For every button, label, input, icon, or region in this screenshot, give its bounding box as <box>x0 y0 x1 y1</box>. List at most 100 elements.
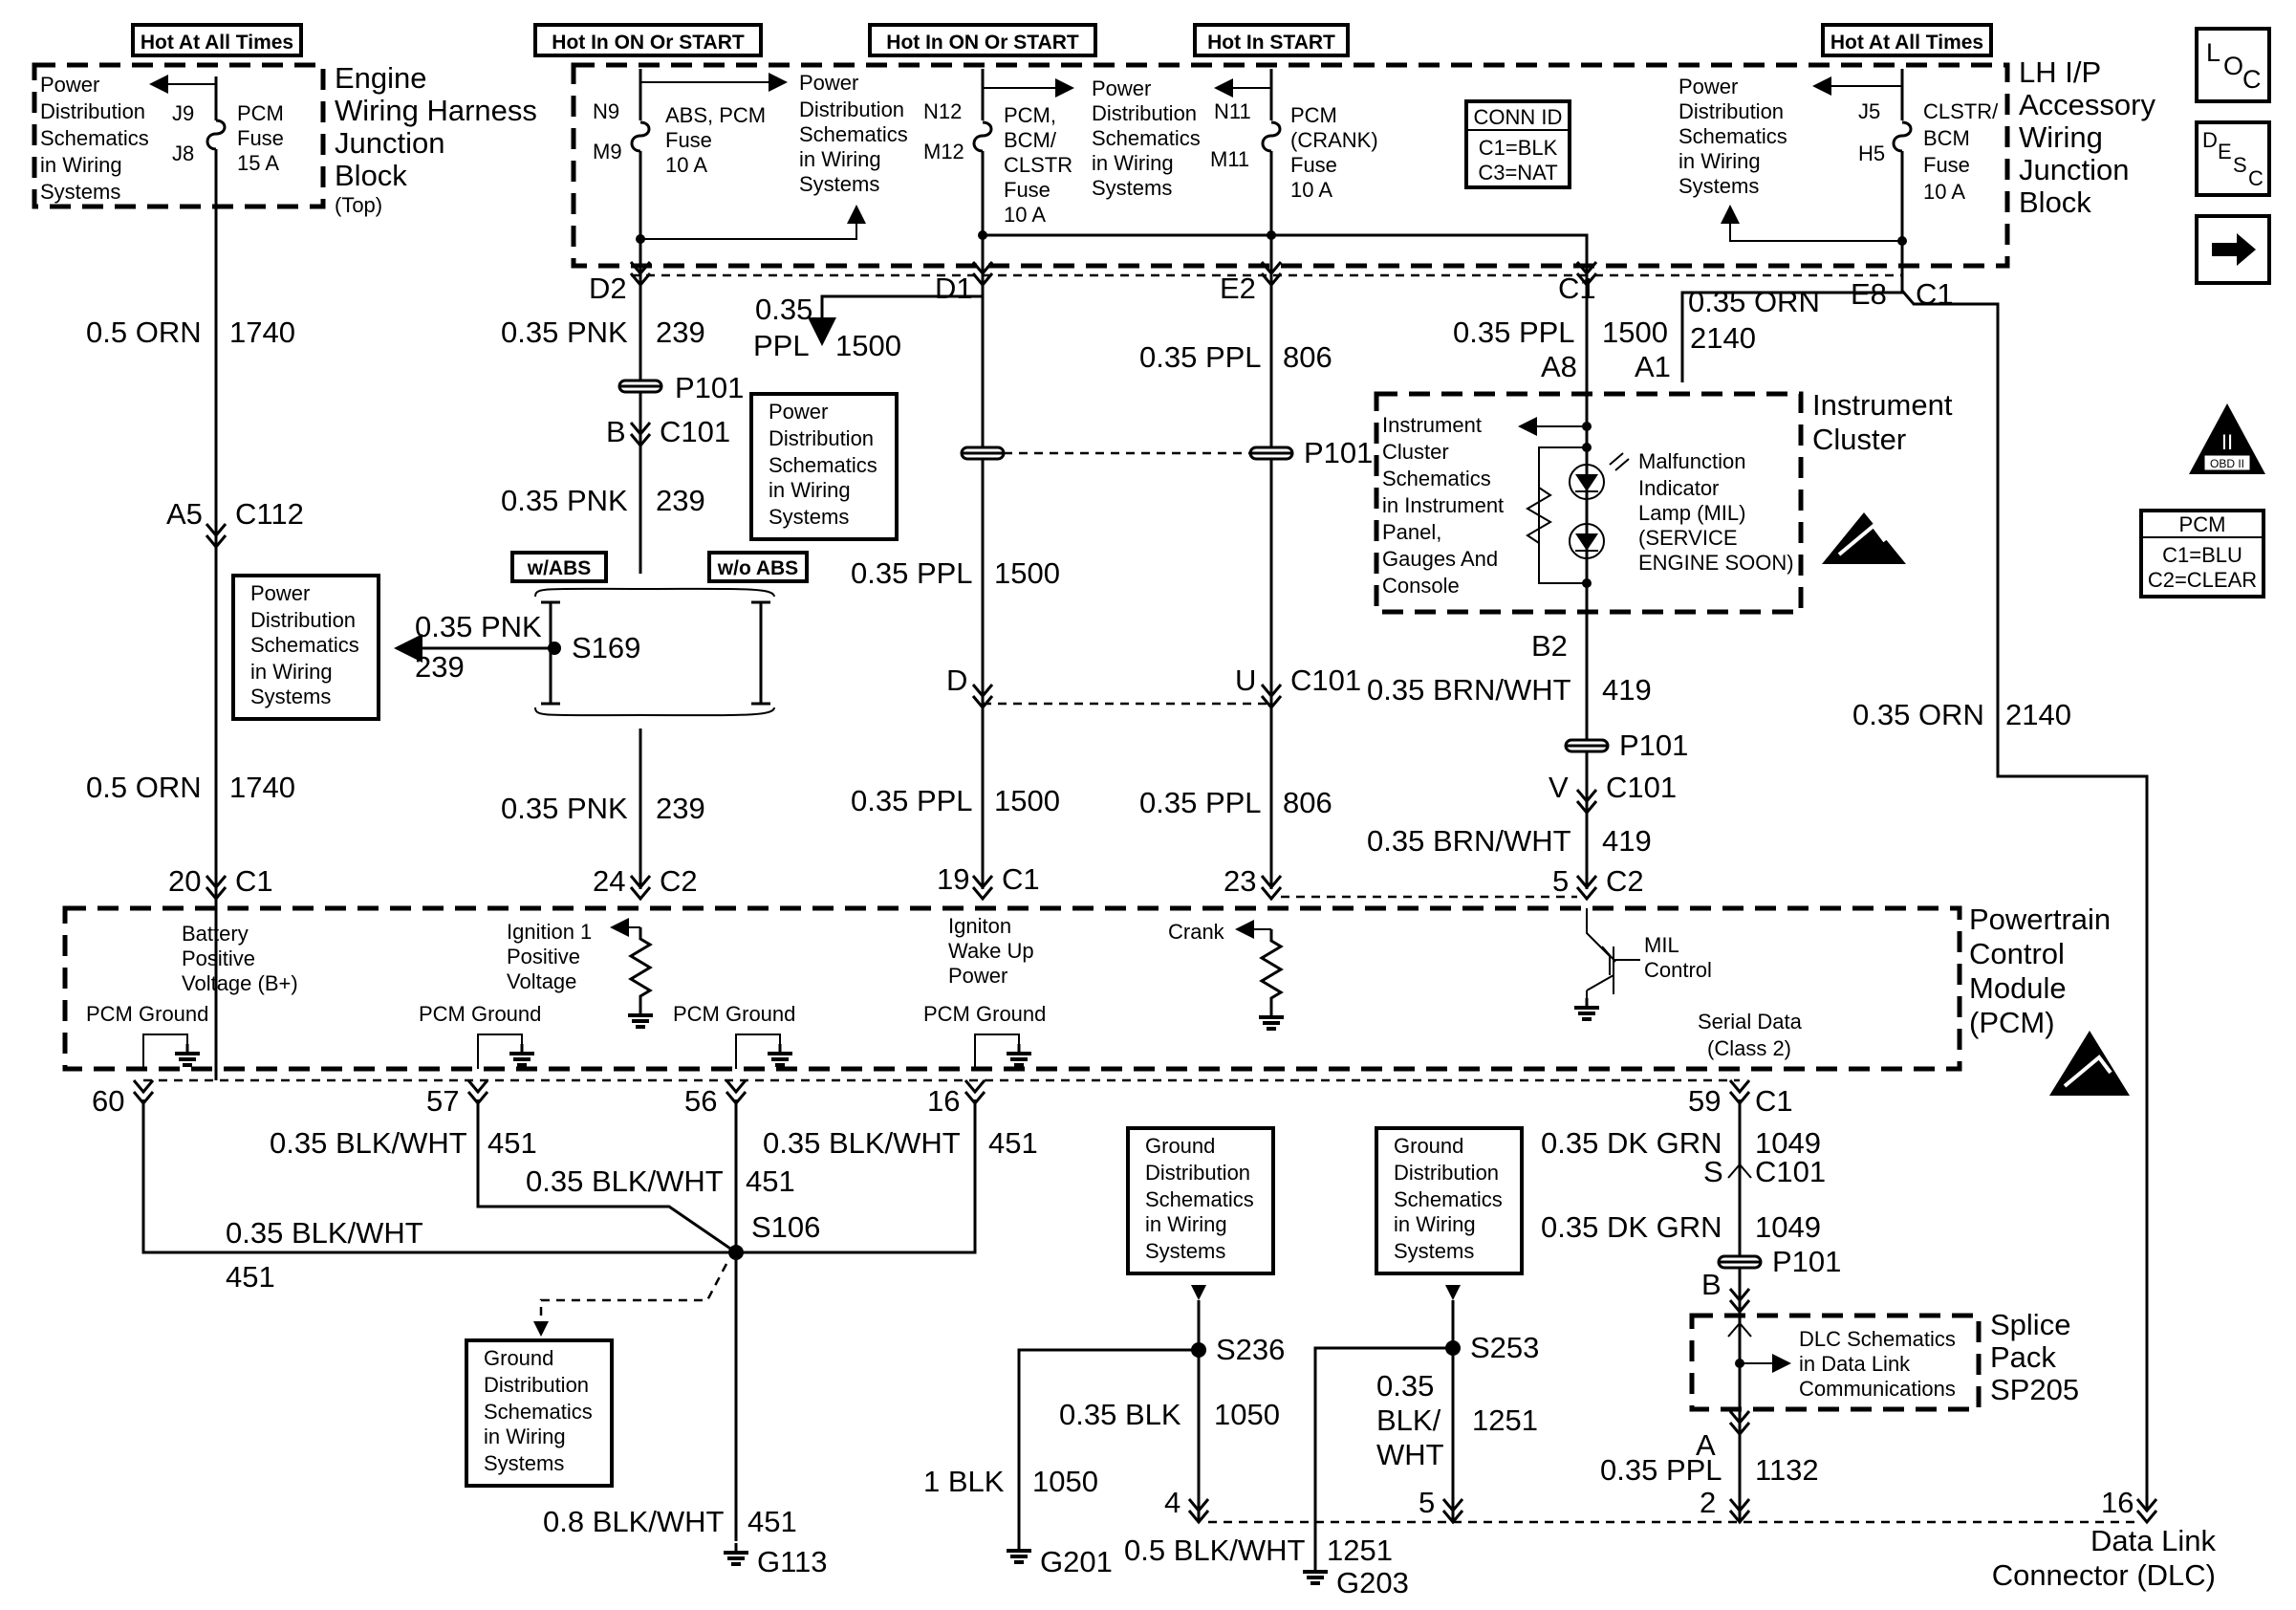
svg-text:B: B <box>1701 1268 1722 1301</box>
svg-text:806: 806 <box>1283 786 1332 819</box>
splice-pack-ref: DLC Schematics in Data Link Communicatio… <box>1799 1327 1956 1401</box>
instrument-cluster-box <box>1374 391 1804 615</box>
svg-text:Instrument: Instrument <box>1382 413 1482 437</box>
svg-text:1049: 1049 <box>1755 1126 1821 1160</box>
ground-wire-labels: 0.35 BLK/WHT 451 0.35 BLK/WHT 451 0.35 B… <box>226 1126 1038 1294</box>
svg-text:A8: A8 <box>1541 350 1577 383</box>
g201-ground-icon <box>1005 1539 1033 1564</box>
pcm-bcm-clstr-fuse-label: PCM, BCM/ CLSTR Fuse 10 A <box>1004 103 1072 227</box>
svg-text:N9: N9 <box>593 99 619 123</box>
esd-warning-icon-cluster <box>1822 512 1906 564</box>
svg-text:S: S <box>2233 153 2247 177</box>
svg-text:0.35 BRN/WHT: 0.35 BRN/WHT <box>1367 673 1571 707</box>
svg-text:1740: 1740 <box>229 771 295 804</box>
svg-text:in Data Link: in Data Link <box>1799 1352 1911 1376</box>
svg-text:(SERVICE: (SERVICE <box>1638 526 1738 550</box>
svg-text:P101: P101 <box>1304 436 1373 469</box>
svg-text:w/o ABS: w/o ABS <box>717 557 798 579</box>
svg-text:10 A: 10 A <box>1923 180 1965 204</box>
svg-text:BLK/: BLK/ <box>1376 1403 1441 1437</box>
wire-ppl-806-labels: E2 0.35 PPL 806 P101 U C101 0.35 PPL 806… <box>1139 272 1373 898</box>
svg-text:(PCM): (PCM) <box>1969 1006 2055 1039</box>
svg-text:CLSTR/: CLSTR/ <box>1923 99 1999 123</box>
wire-blk-1050-ground <box>1017 1348 1199 1541</box>
svg-text:S169: S169 <box>572 631 640 664</box>
svg-text:in Wiring: in Wiring <box>799 147 881 171</box>
svg-text:59: 59 <box>1688 1084 1721 1118</box>
svg-text:Cluster: Cluster <box>1382 440 1449 464</box>
pcm-grounds: PCM Ground PCM Ground PCM Ground PCM Gro… <box>86 1002 1046 1069</box>
svg-text:ABS, PCM: ABS, PCM <box>665 103 766 127</box>
svg-text:D1: D1 <box>935 272 973 305</box>
esd-warning-icon-pcm <box>2049 1031 2130 1096</box>
next-page-icon[interactable] <box>2195 214 2271 285</box>
pcm-crank-fuse-label: PCM (CRANK) Fuse 10 A <box>1290 103 1378 202</box>
svg-text:0.35 BLK/WHT: 0.35 BLK/WHT <box>763 1126 961 1160</box>
svg-text:4: 4 <box>1164 1486 1180 1519</box>
svg-text:Schematics: Schematics <box>769 453 877 477</box>
svg-text:P101: P101 <box>675 371 744 404</box>
svg-text:(Top): (Top) <box>335 193 382 217</box>
p101-connector-b <box>1248 446 1294 461</box>
svg-text:C1=BLU: C1=BLU <box>2162 543 2242 567</box>
svg-text:PCM Ground: PCM Ground <box>86 1002 208 1026</box>
svg-text:C1: C1 <box>1755 1084 1793 1118</box>
svg-text:239: 239 <box>656 315 705 349</box>
pcm-fuse-15a-icon <box>206 119 227 151</box>
svg-text:in Wiring: in Wiring <box>484 1425 566 1448</box>
svg-text:C101: C101 <box>1606 771 1677 804</box>
hot-label-engine: Hot At All Times <box>131 23 303 57</box>
svg-text:w/ABS: w/ABS <box>527 557 592 579</box>
svg-text:Voltage: Voltage <box>507 969 576 993</box>
svg-text:Ground: Ground <box>484 1346 553 1370</box>
svg-text:J9: J9 <box>172 101 194 125</box>
svg-text:Junction: Junction <box>335 126 444 160</box>
ground-pin-labels: 60 57 56 16 <box>92 1084 960 1118</box>
svg-text:C2: C2 <box>1606 864 1644 898</box>
svg-text:0.5 BLK/WHT: 0.5 BLK/WHT <box>1124 1534 1306 1567</box>
svg-text:Wake Up: Wake Up <box>948 939 1034 963</box>
svg-text:BCM/: BCM/ <box>1004 128 1057 152</box>
svg-text:0.5 ORN: 0.5 ORN <box>86 315 202 349</box>
s169-labels: 0.35 PNK 239 S169 <box>415 610 640 684</box>
svg-text:B2: B2 <box>1531 629 1568 663</box>
abs-pcm-fuse-icon <box>630 120 651 153</box>
svg-text:PPL: PPL <box>753 329 810 362</box>
svg-text:Distribution: Distribution <box>769 426 874 450</box>
svg-text:in Wiring: in Wiring <box>769 478 851 502</box>
svg-text:S106: S106 <box>751 1210 820 1244</box>
svg-text:II: II <box>2221 430 2233 454</box>
svg-text:Accessory: Accessory <box>2019 88 2155 121</box>
svg-text:0.35 PPL: 0.35 PPL <box>851 784 973 817</box>
g203-ground-icon <box>1301 1560 1330 1585</box>
svg-text:239: 239 <box>415 650 465 684</box>
svg-text:451: 451 <box>747 1505 797 1538</box>
wire-blk-wht-60 <box>141 1099 736 1254</box>
svg-text:Schematics: Schematics <box>40 126 149 150</box>
svg-text:0.35 BLK: 0.35 BLK <box>1059 1398 1181 1431</box>
svg-text:in Instrument: in Instrument <box>1382 493 1504 517</box>
svg-text:1740: 1740 <box>229 315 295 349</box>
wire-ppl-1500-labels: D1 0.35 PPL 1500 <box>753 272 973 362</box>
svg-text:Systems: Systems <box>250 685 331 708</box>
svg-text:Schematics: Schematics <box>1382 467 1491 490</box>
svg-text:0.35 PNK: 0.35 PNK <box>415 610 542 643</box>
svg-text:C101: C101 <box>1290 664 1361 697</box>
pcm-mil-control: MIL Control <box>1572 908 1712 1021</box>
svg-text:Distribution: Distribution <box>1679 99 1784 123</box>
svg-text:1049: 1049 <box>1755 1210 1821 1244</box>
engine-block-title: Engine Wiring Harness Junction Block (To… <box>335 61 537 217</box>
svg-text:CONN ID: CONN ID <box>1474 105 1563 129</box>
engine-block-ref: Power Distribution Schematics in Wiring … <box>40 73 149 204</box>
pcm-conn-id-box: PCM C1=BLU C2=CLEAR <box>2139 509 2265 598</box>
svg-text:0.8 BLK/WHT: 0.8 BLK/WHT <box>543 1505 725 1538</box>
svg-text:Systems: Systems <box>484 1451 564 1475</box>
power-dist-ref-s169: Power Distribution Schematics in Wiring … <box>231 574 380 721</box>
svg-text:Serial Data: Serial Data <box>1698 1010 1803 1033</box>
svg-text:Gauges And: Gauges And <box>1382 547 1498 571</box>
pcm-ignition1-input: Ignition 1 Positive Voltage <box>507 918 655 1029</box>
wire-pnk-239-lower-labels: 0.35 PNK 239 24 C2 <box>501 792 705 898</box>
svg-text:LH I/P: LH I/P <box>2019 55 2101 89</box>
